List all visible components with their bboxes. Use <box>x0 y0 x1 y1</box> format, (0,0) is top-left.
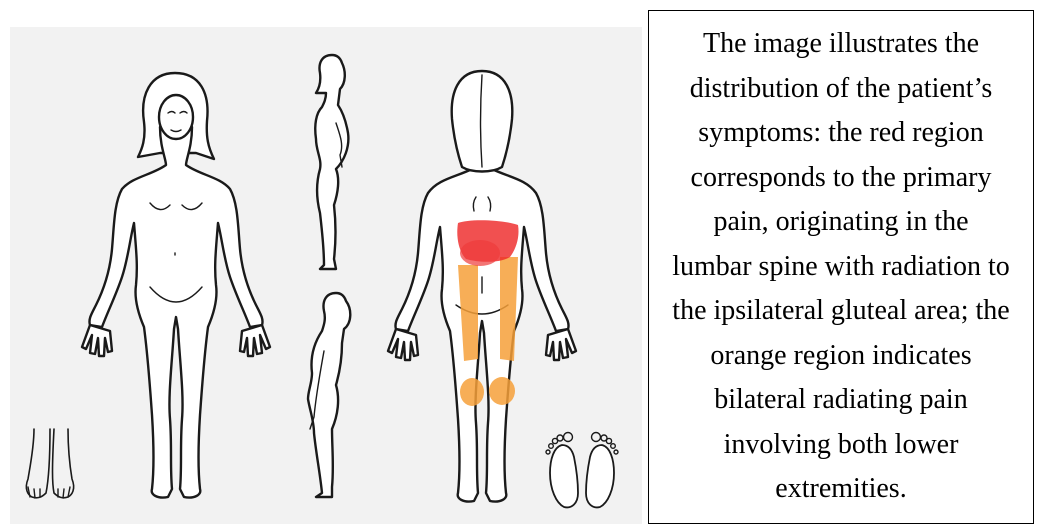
front-hand-right <box>82 325 112 356</box>
feet-dorsal-toes <box>28 487 70 498</box>
body-chart-drawing <box>10 27 642 524</box>
body-side-view-left <box>308 293 350 497</box>
body-back-view <box>388 71 576 502</box>
front-hand-left <box>240 325 270 356</box>
sole-right <box>586 445 614 507</box>
caption-box: The image illustrates the distribution o… <box>648 10 1034 524</box>
foot-dorsal-left <box>26 429 50 498</box>
sole-left <box>550 445 578 507</box>
front-face <box>159 95 193 139</box>
side-top-body-outline <box>315 55 348 269</box>
feet-plantar-view <box>546 433 618 508</box>
front-body-outline <box>89 127 262 498</box>
feet-dorsal-view <box>26 429 73 498</box>
body-chart-panel <box>10 27 642 524</box>
radiating-pain-right-knee <box>489 377 515 405</box>
back-hand-left <box>546 329 576 360</box>
caption-text: The image illustrates the distribution o… <box>671 22 1011 512</box>
primary-pain-gluteal <box>460 240 500 266</box>
radiating-pain-left-knee <box>460 378 484 406</box>
back-hand-right <box>388 329 418 360</box>
back-body-outline <box>395 147 568 502</box>
body-side-view-right <box>315 55 348 269</box>
body-front-view <box>82 73 270 498</box>
side-bottom-body-outline <box>308 293 350 497</box>
radiating-pain-right-thigh <box>500 257 518 361</box>
